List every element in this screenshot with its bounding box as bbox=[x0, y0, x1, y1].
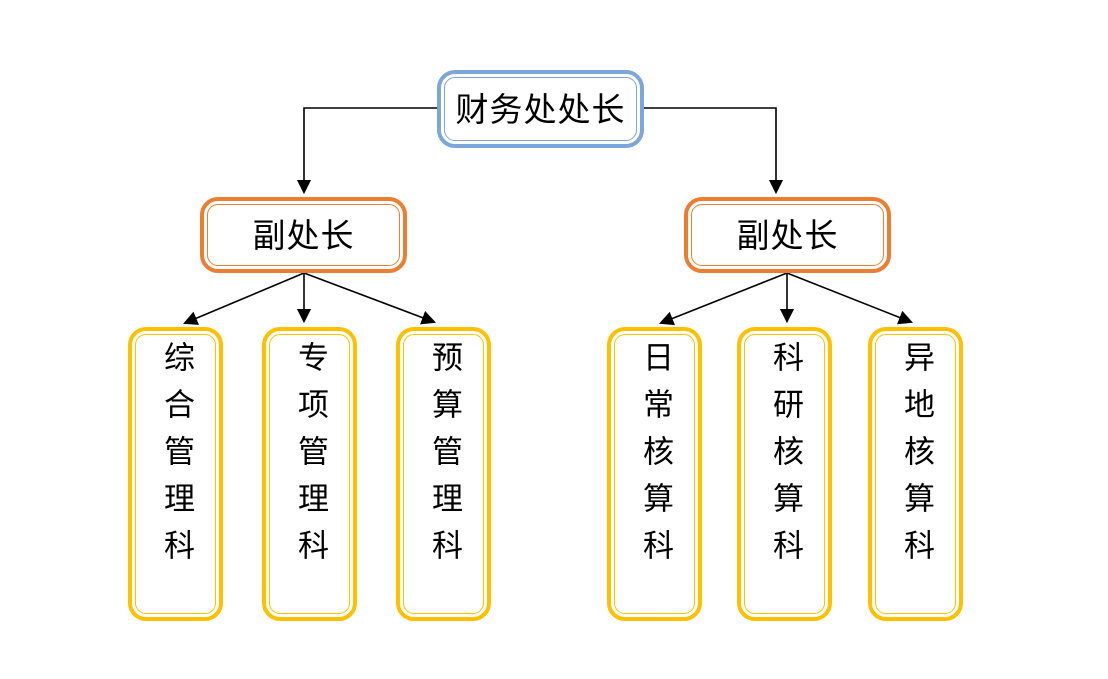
node-deputy-director-left-label: 副处长 bbox=[252, 215, 355, 255]
node-section-comprehensive-management[interactable]: 综合管理科 bbox=[128, 327, 223, 621]
node-deputy-director-left[interactable]: 副处长 bbox=[200, 197, 407, 273]
node-section-research-accounting-label: 科研核算科 bbox=[767, 341, 803, 576]
node-finance-director-label: 财务处处长 bbox=[455, 89, 626, 129]
node-section-budget-management-label: 预算管理科 bbox=[426, 341, 462, 576]
connector-director-to-deputy-left bbox=[296, 107, 437, 195]
node-finance-director-frame: 财务处处长 bbox=[444, 77, 637, 141]
node-deputy-director-right-frame: 副处长 bbox=[691, 204, 884, 266]
node-section-comprehensive-management-label: 综合管理科 bbox=[158, 341, 194, 576]
connector-deputy-right-to-section-6 bbox=[786, 272, 914, 325]
node-section-comprehensive-management-frame: 综合管理科 bbox=[135, 334, 216, 614]
node-section-research-accounting-frame: 科研核算科 bbox=[744, 334, 825, 614]
node-deputy-director-right-label: 副处长 bbox=[736, 215, 839, 255]
node-section-daily-accounting-frame: 日常核算科 bbox=[614, 334, 695, 614]
node-section-offsite-accounting-frame: 异地核算科 bbox=[875, 334, 956, 614]
node-section-budget-management-frame: 预算管理科 bbox=[403, 334, 484, 614]
connector-deputy-left-to-section-1 bbox=[183, 272, 305, 325]
node-section-daily-accounting-label: 日常核算科 bbox=[637, 341, 673, 576]
node-section-special-projects-management-frame: 专项管理科 bbox=[269, 334, 350, 614]
connector-deputy-right-to-section-4 bbox=[658, 272, 788, 326]
connector-director-to-deputy-right bbox=[644, 107, 784, 195]
node-section-special-projects-management-label: 专项管理科 bbox=[292, 341, 328, 576]
node-section-budget-management[interactable]: 预算管理科 bbox=[396, 327, 491, 621]
connector-deputy-left-to-section-3 bbox=[303, 272, 437, 325]
node-section-research-accounting[interactable]: 科研核算科 bbox=[737, 327, 832, 621]
node-section-special-projects-management[interactable]: 专项管理科 bbox=[262, 327, 357, 621]
node-section-offsite-accounting-label: 异地核算科 bbox=[898, 341, 934, 576]
node-deputy-director-left-frame: 副处长 bbox=[207, 204, 400, 266]
node-section-daily-accounting[interactable]: 日常核算科 bbox=[607, 327, 702, 621]
node-finance-director[interactable]: 财务处处长 bbox=[437, 70, 644, 148]
node-deputy-director-right[interactable]: 副处长 bbox=[684, 197, 891, 273]
node-section-offsite-accounting[interactable]: 异地核算科 bbox=[868, 327, 963, 621]
